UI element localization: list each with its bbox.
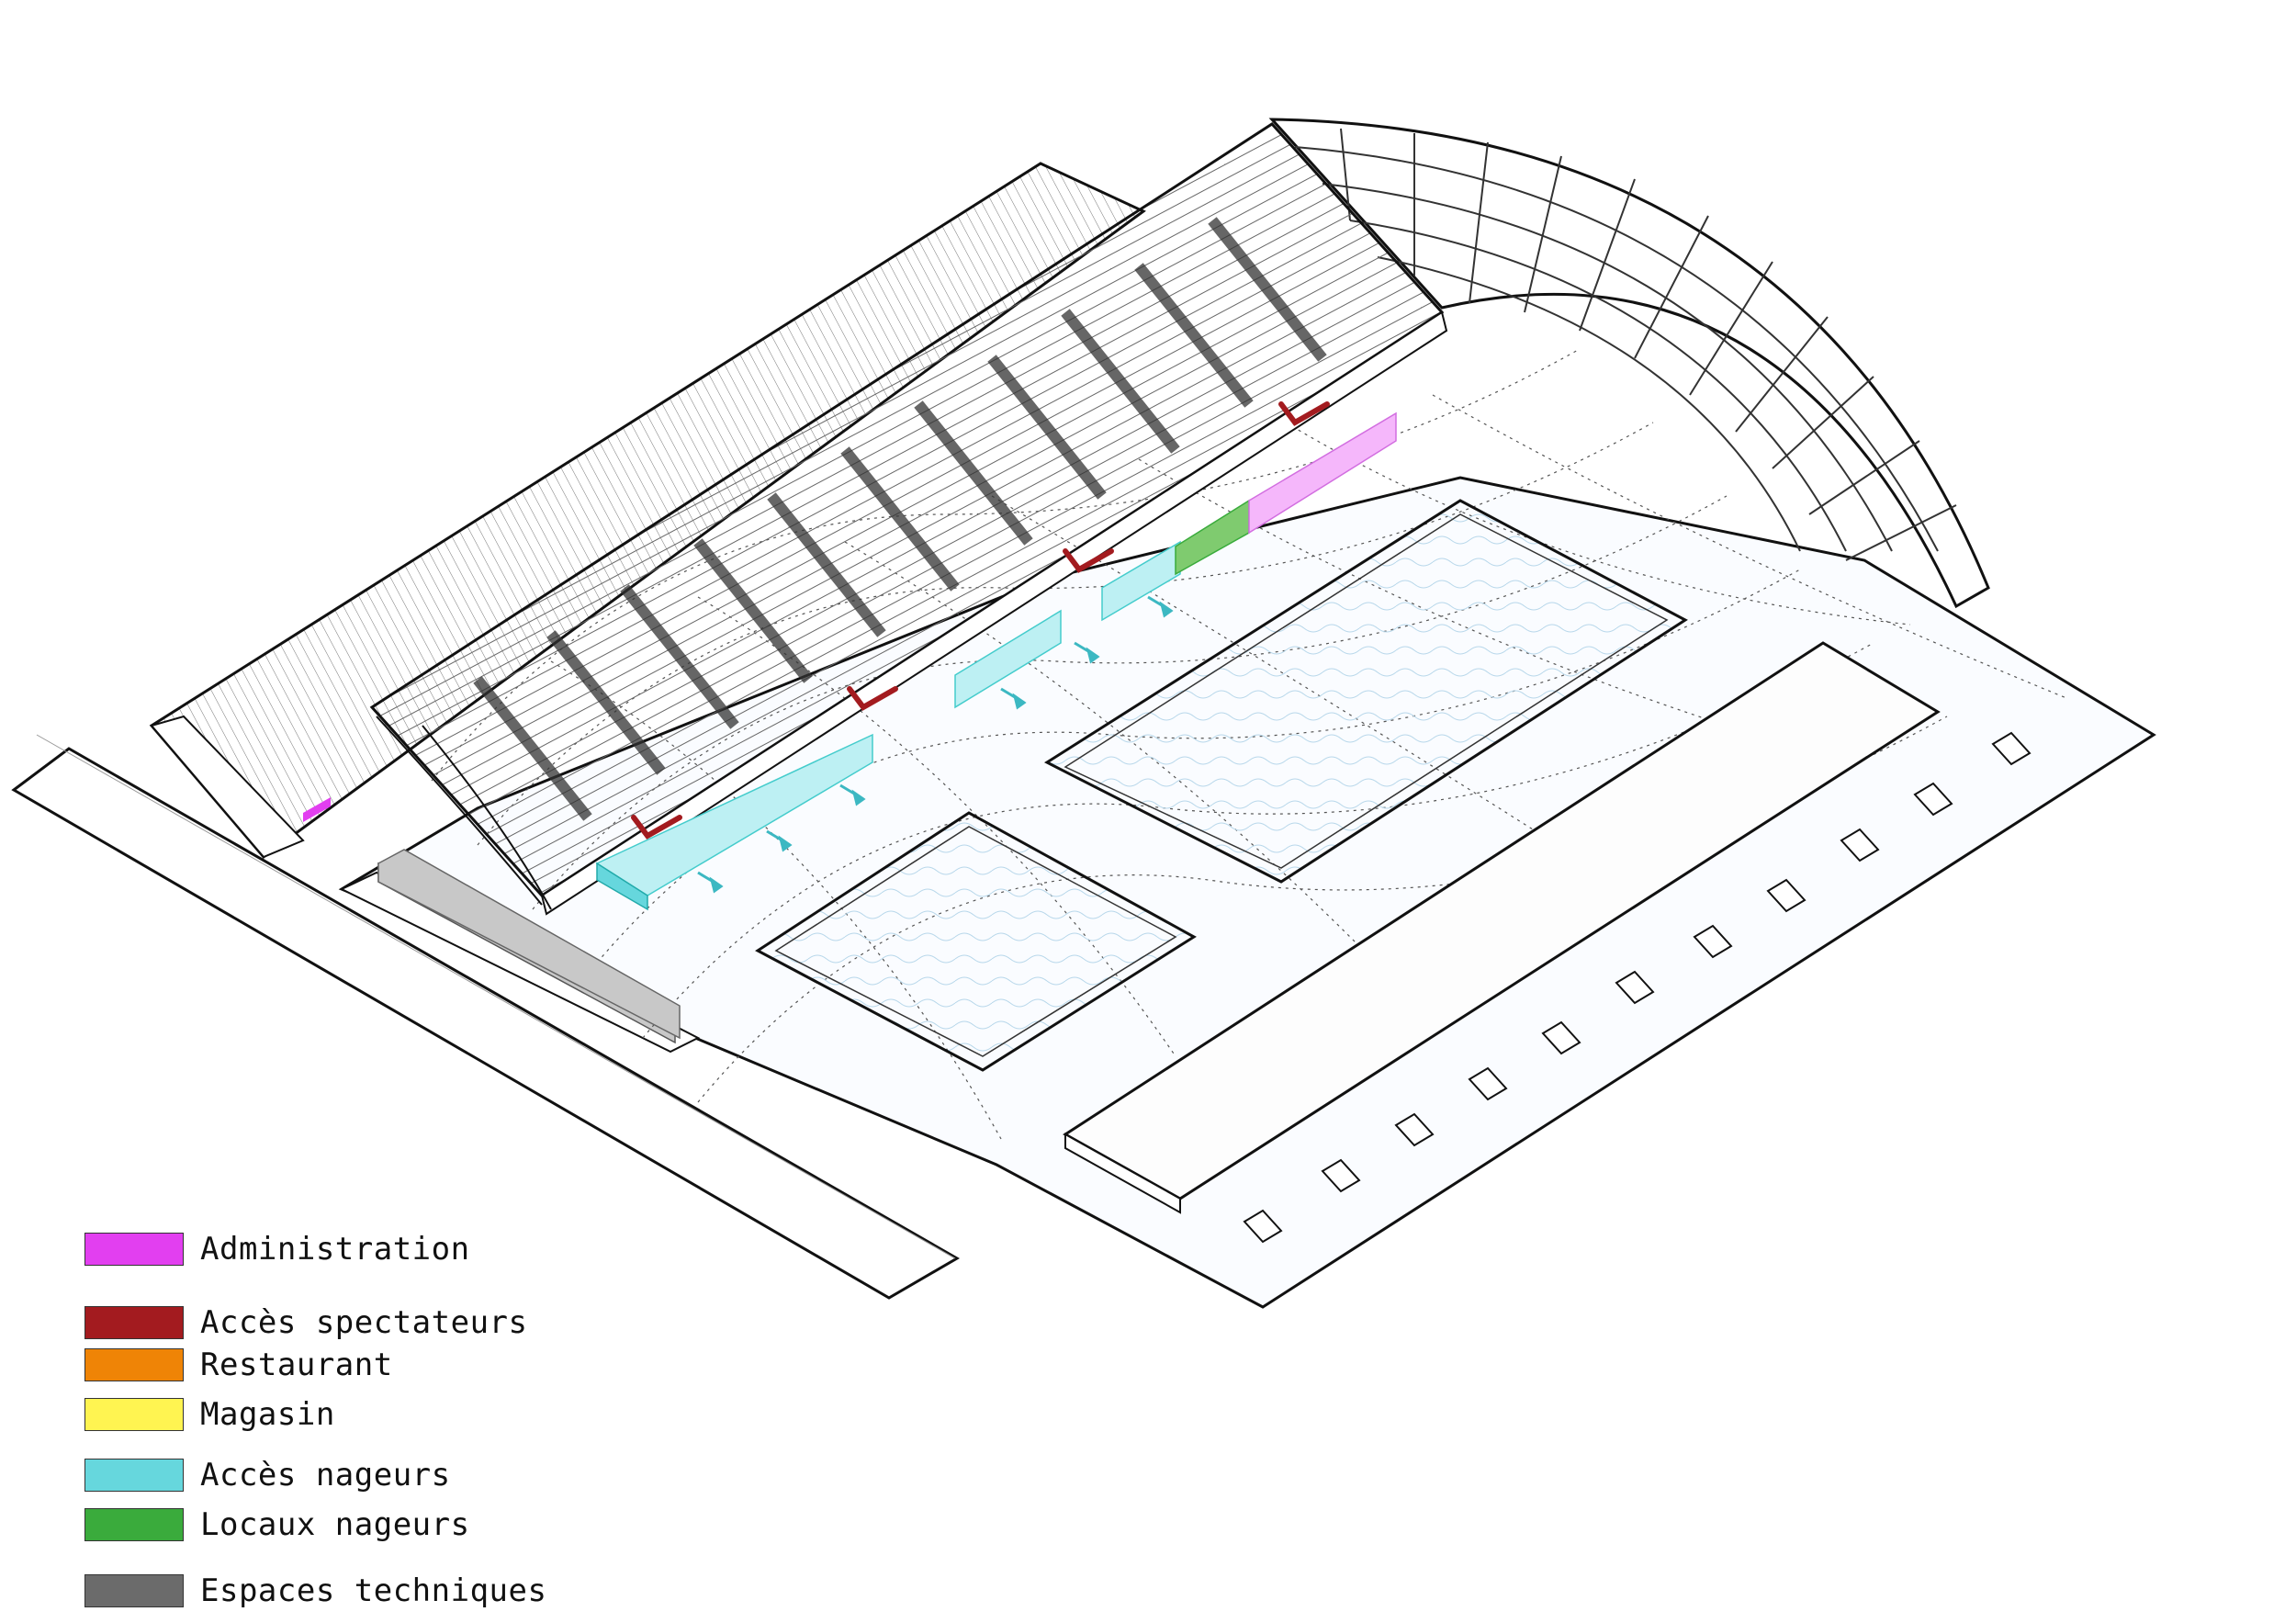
legend-swatch (84, 1574, 184, 1607)
legend-item-administration: Administration (84, 1231, 470, 1268)
legend-label: Espaces techniques (200, 1572, 547, 1609)
technical-spaces (377, 849, 681, 1040)
gridshell-arch (1268, 118, 1990, 609)
grandstand (369, 122, 1448, 916)
street-strip (11, 734, 960, 1300)
legend: Administration Accès spectateurs Restaur… (84, 1231, 636, 1617)
swimmer-access-zones (595, 540, 1181, 911)
legend-item-restaurant: Restaurant (84, 1347, 393, 1383)
legend-item-spectator-access: Accès spectateurs (84, 1304, 528, 1341)
legend-swatch (84, 1306, 184, 1339)
legend-label: Locaux nageurs (200, 1506, 470, 1543)
legend-swatch (84, 1508, 184, 1541)
legend-swatch (84, 1348, 184, 1381)
legend-swatch (84, 1233, 184, 1266)
learning-pool (755, 811, 1197, 1072)
legend-item-technical-spaces: Espaces techniques (84, 1572, 546, 1609)
legend-label: Administration (200, 1231, 470, 1268)
main-pool (1043, 499, 1688, 884)
legend-item-swimmer-rooms: Locaux nageurs (84, 1506, 470, 1543)
legend-swatch (84, 1459, 184, 1492)
legend-label: Accès spectateurs (200, 1304, 528, 1341)
outdoor-terrace (1063, 641, 2032, 1244)
legend-item-swimmer-access: Accès nageurs (84, 1457, 451, 1493)
legend-item-shop: Magasin (84, 1396, 335, 1433)
legend-label: Magasin (200, 1396, 335, 1433)
spectator-access (631, 401, 1330, 840)
swimmer-arrows (697, 595, 1174, 894)
legend-swatch (84, 1398, 184, 1431)
administration-zone (303, 411, 1397, 822)
legend-label: Restaurant (200, 1347, 393, 1383)
legend-label: Accès nageurs (200, 1457, 451, 1493)
